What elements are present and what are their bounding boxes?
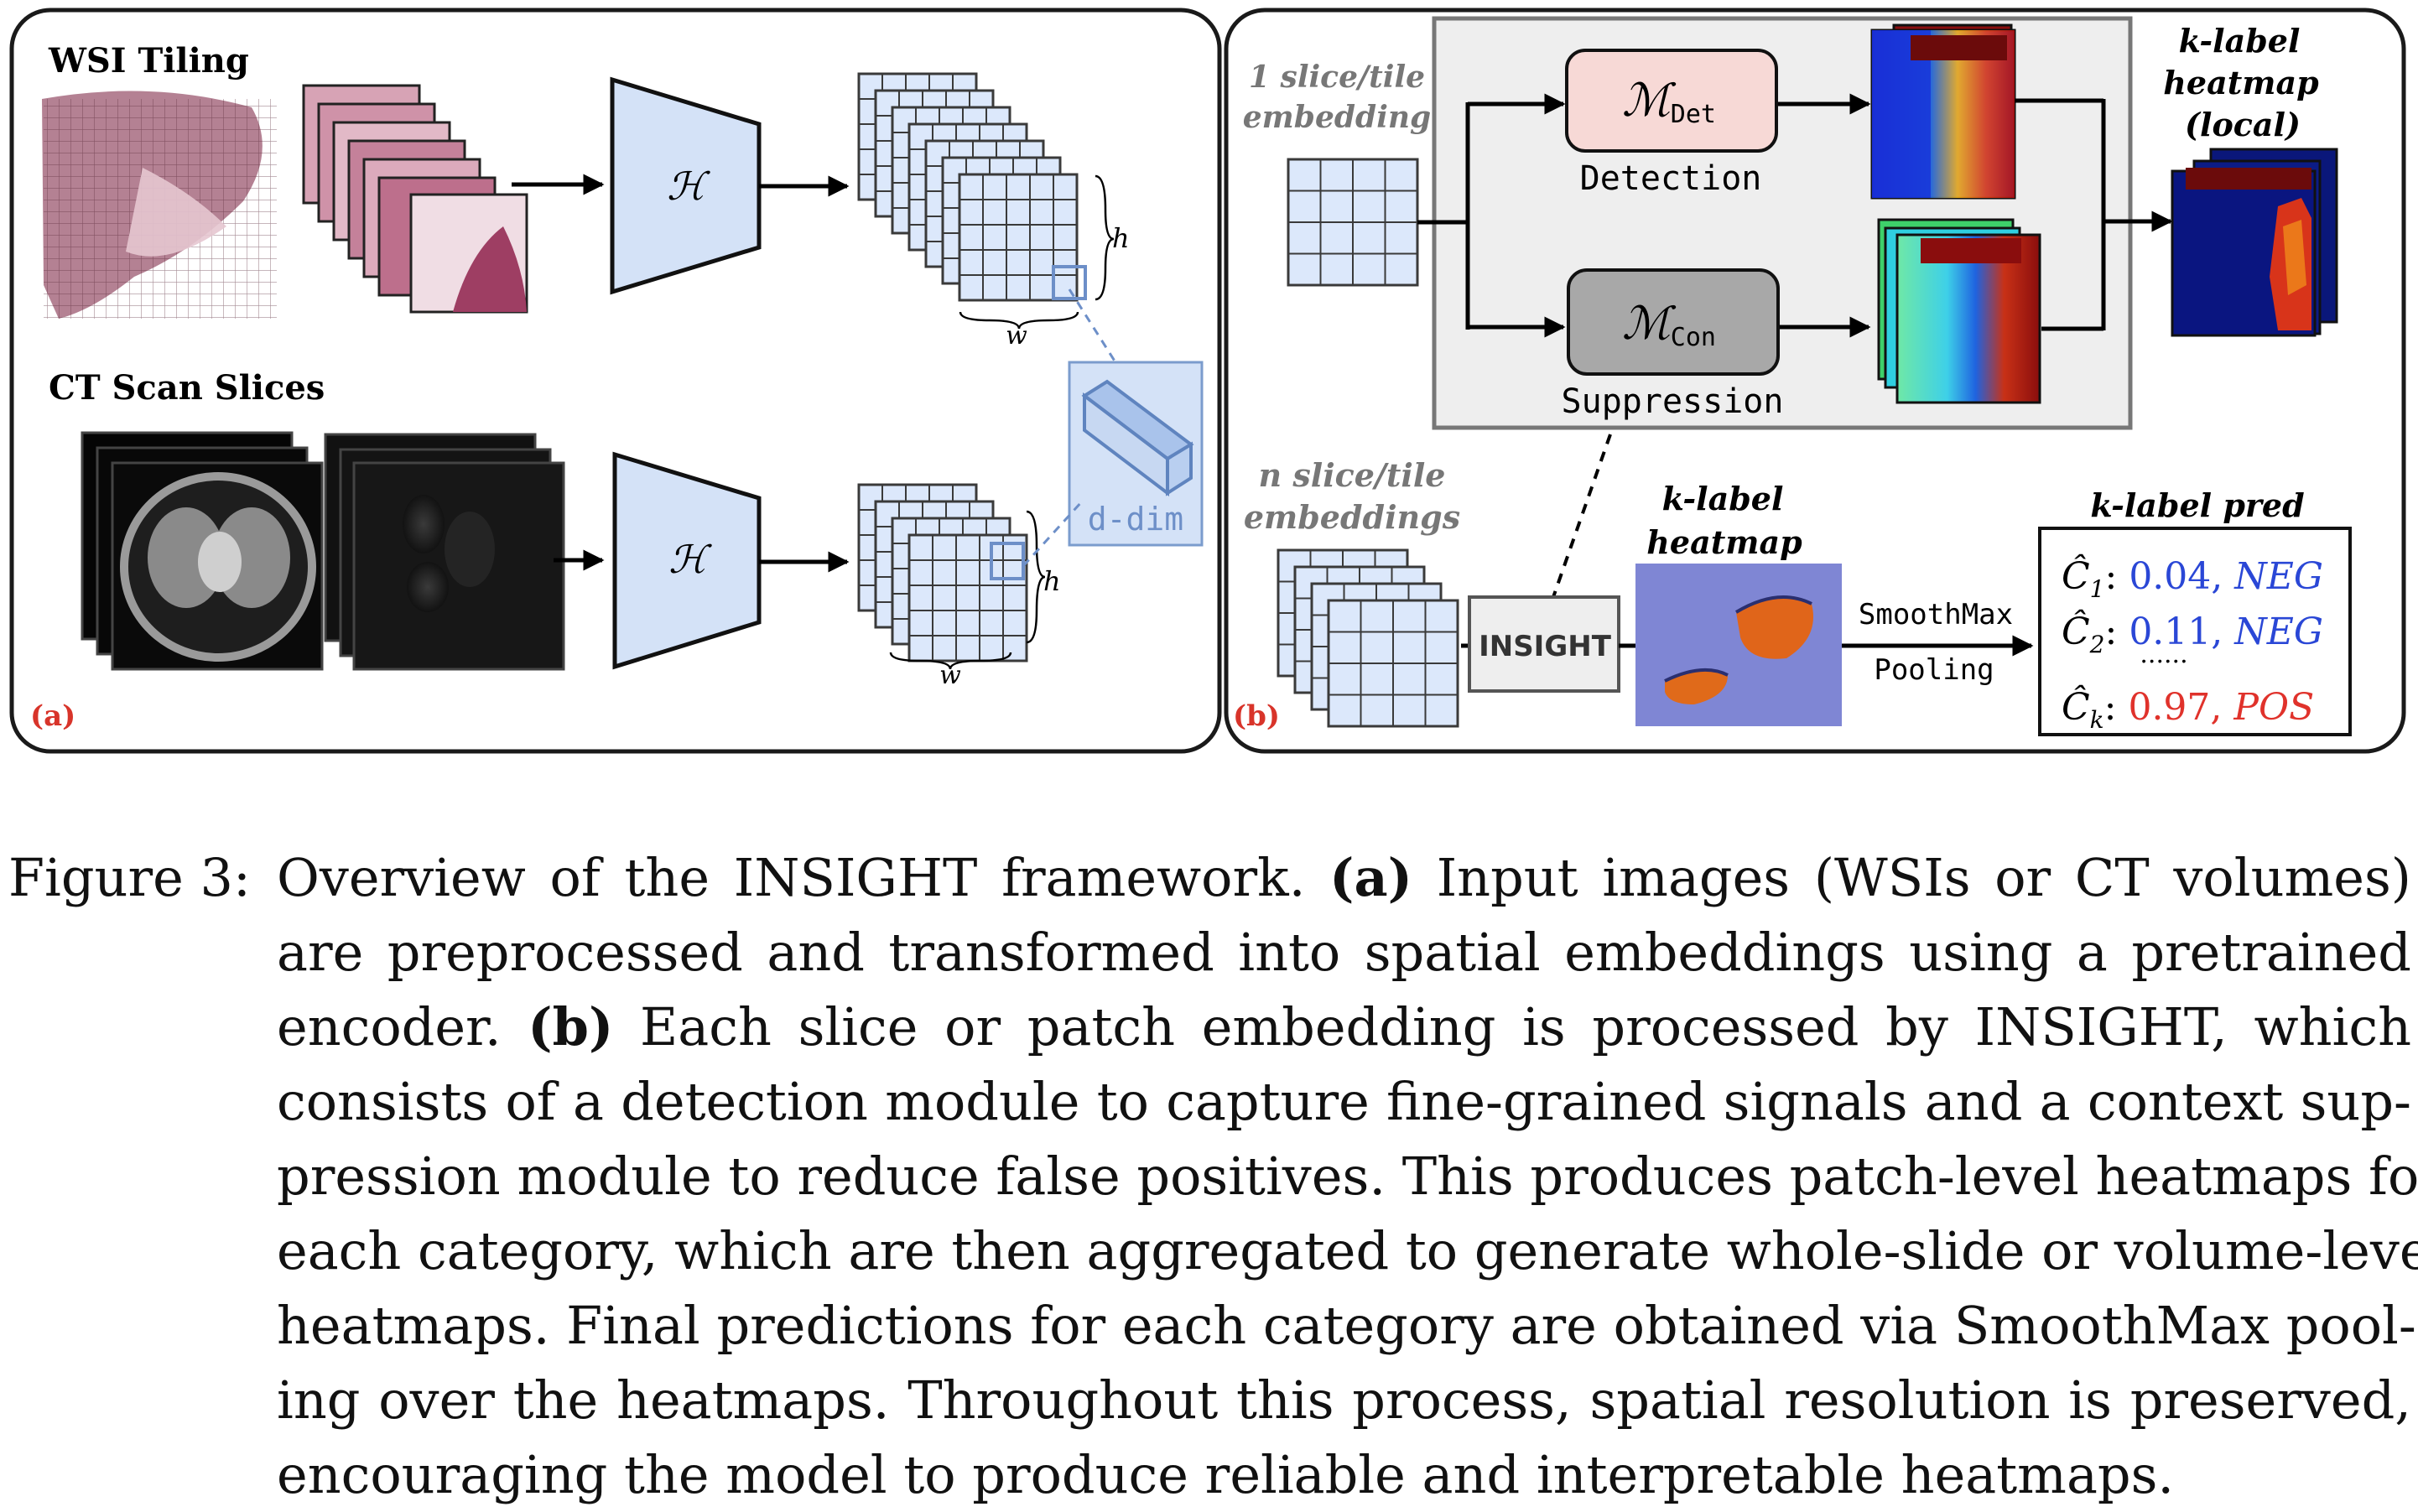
ct-title: CT Scan Slices — [49, 368, 325, 408]
one-embedding-label-2: embedding — [1243, 100, 1431, 135]
caption-line-7: heatmaps. Final predictions for each cat… — [277, 1295, 2416, 1356]
embedding-stack-top — [857, 72, 1087, 302]
w-label-top: w — [1006, 321, 1027, 351]
pred-symbol: Ĉ — [2062, 684, 2090, 729]
pred-class: NEG — [2233, 611, 2323, 653]
pred-colon: : — [2105, 611, 2129, 653]
caption-line-4: consists of a detection module to captur… — [277, 1071, 2411, 1132]
det-symbol: ℳ — [1622, 74, 1677, 127]
pred-box — [2038, 527, 2352, 736]
global-heatmap — [1635, 564, 1842, 726]
figure-caption: Figure 3: Overview of the INSIGHT framew… — [8, 840, 2418, 1512]
n-grid-3 — [1327, 599, 1459, 728]
embedding-grid-bottom-3 — [907, 533, 1028, 662]
pred-row-2: Ĉ2: 0.11, NEG — [2062, 609, 2323, 658]
pred-value: 0.97, — [2128, 686, 2233, 729]
con-symbol: ℳ — [1622, 297, 1677, 350]
w-label-bottom: w — [939, 661, 961, 690]
pred-colon: : — [2104, 686, 2129, 729]
n-embeddings-label-1: n slice/tile — [1259, 456, 1446, 494]
caption-line-9: encouraging the model to produce reliabl… — [277, 1444, 2175, 1505]
single-embedding-grid — [1287, 158, 1419, 287]
pred-class: NEG — [2233, 555, 2323, 598]
highlight-cell-bottom — [990, 542, 1025, 580]
h-label-top: h — [1112, 222, 1130, 254]
local-heatmap-label-1: k-label — [2179, 22, 2301, 60]
caption-line-6: each category, which are then aggregated… — [277, 1220, 2418, 1281]
caption-line-5: pression module to reduce false positive… — [277, 1146, 2418, 1207]
pool-label-2: Pooling — [1874, 653, 1994, 687]
caption-line-2: are preprocessed and transformed into sp… — [277, 922, 2411, 983]
embedding-stack-bottom — [857, 483, 1028, 662]
pred-row-3: Ĉk: 0.97, POS — [2062, 684, 2314, 734]
n-embeddings-label-2: embeddings — [1244, 498, 1460, 536]
single-grid — [1287, 158, 1419, 287]
wsi-title: WSI Tiling — [48, 41, 249, 81]
pred-value: 0.11, — [2129, 611, 2234, 653]
pred-title: k-label pred — [2090, 486, 2304, 524]
insight-box: INSIGHT — [1468, 595, 1620, 693]
encoder-bottom: ℋ — [612, 451, 762, 670]
pred-sub: 2 — [2089, 631, 2105, 658]
h-label-bottom: h — [1043, 565, 1061, 597]
pred-symbol: Ĉ — [2062, 609, 2090, 653]
encoder-top-symbol: ℋ — [667, 164, 710, 209]
encoder-top: ℋ — [610, 76, 762, 295]
pool-label-1: SmoothMax — [1859, 598, 2013, 631]
det-sub: Det — [1671, 100, 1716, 129]
caption-bold-ref: (b) — [528, 996, 614, 1057]
local-heatmap-label-3: (local) — [2185, 106, 2301, 143]
detection-module: ℳDet — [1565, 49, 1778, 153]
d-dim-label: d-dim — [1088, 501, 1183, 538]
one-embedding-label-1: 1 slice/tile — [1249, 60, 1425, 95]
detection-label: Detection — [1580, 159, 1762, 198]
caption-body: Overview of the INSIGHT framework. (a) I… — [277, 840, 2418, 1512]
ct-slice-stack — [81, 431, 324, 671]
panel-a-label: (a) — [30, 699, 75, 733]
suppression-module: ℳCon — [1567, 268, 1780, 376]
n-embedding-stack — [1277, 548, 1459, 728]
figure-diagram: WSI Tiling ℋ h w — [9, 8, 2406, 754]
suppression-label: Suppression — [1562, 382, 1784, 421]
pred-symbol: Ĉ — [2062, 553, 2090, 598]
detection-heatmap-stack — [1870, 23, 2016, 200]
d-dim-box: d-dim — [1068, 361, 1204, 547]
local-heatmap-stack — [2171, 148, 2338, 337]
svg-text:ℳCon: ℳCon — [1622, 297, 1716, 352]
highlight-cell-top — [1052, 265, 1087, 300]
heatmap-title-1: k-label — [1662, 480, 1784, 517]
pred-class: POS — [2233, 686, 2314, 729]
pred-colon: : — [2105, 555, 2129, 598]
heatmap-title-2: heatmap — [1646, 523, 1802, 561]
caption-line-3: encoder. (b) Each slice or patch embeddi… — [277, 996, 2411, 1057]
caption-bold-ref: (a) — [1329, 847, 1412, 908]
embedding-grid-top-6 — [958, 173, 1079, 302]
pred-row-1: Ĉ1: 0.04, NEG — [2062, 553, 2323, 603]
ct-segmented-stack — [324, 433, 565, 671]
wsi-thumbnail — [42, 91, 277, 319]
panel-b-label: (b) — [1233, 699, 1280, 733]
suppression-heatmap-stack — [1877, 218, 2041, 404]
pred-sub: 1 — [2090, 575, 2105, 603]
con-sub: Con — [1671, 323, 1716, 352]
wsi-tile-stack — [302, 84, 528, 314]
caption-label: Figure 3: — [8, 847, 251, 908]
pred-value: 0.04, — [2129, 555, 2234, 598]
svg-text:ℳDet: ℳDet — [1622, 74, 1716, 129]
encoder-bottom-symbol: ℋ — [668, 537, 712, 582]
insight-box-label: INSIGHT — [1479, 630, 1612, 663]
pred-sub: k — [2090, 706, 2104, 734]
caption-line-1: Overview of the INSIGHT framework. (a) I… — [277, 847, 2411, 908]
panel-a: WSI Tiling ℋ h w — [9, 8, 1222, 754]
local-heatmap-label-2: heatmap — [2163, 64, 2319, 101]
pred-ellipsis: ...... — [2140, 640, 2187, 669]
panel-b: 1 slice/tile embedding ℳDet Detection ℳC… — [1224, 8, 2406, 754]
caption-line-8: ing over the heatmaps. Throughout this p… — [277, 1369, 2411, 1431]
